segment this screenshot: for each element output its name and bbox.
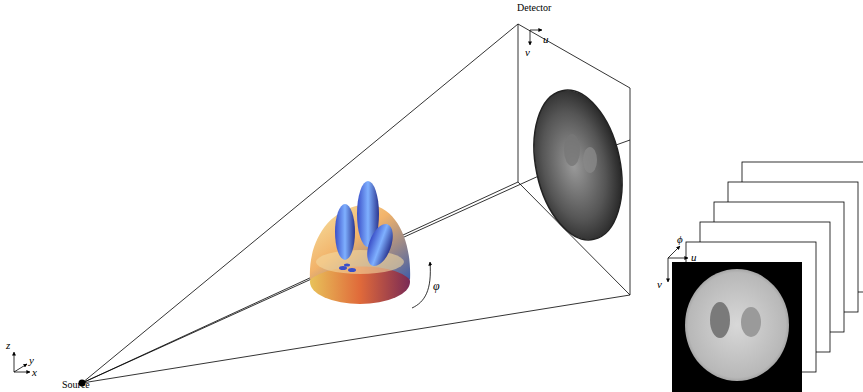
detector-panel: Detector bbox=[517, 2, 554, 16]
axis-label: ϕ bbox=[677, 234, 683, 245]
axis-label: u bbox=[543, 34, 549, 45]
source-label: Source bbox=[62, 380, 90, 390]
axis-label: u bbox=[691, 252, 697, 263]
axis-label: z bbox=[6, 340, 10, 351]
axis-label: x bbox=[32, 367, 37, 378]
node-title: Detector bbox=[517, 2, 554, 14]
axis-label: v bbox=[657, 279, 662, 290]
angle-label: φ bbox=[433, 280, 440, 292]
axis-label: y bbox=[29, 355, 34, 366]
axis-label: v bbox=[525, 47, 530, 58]
